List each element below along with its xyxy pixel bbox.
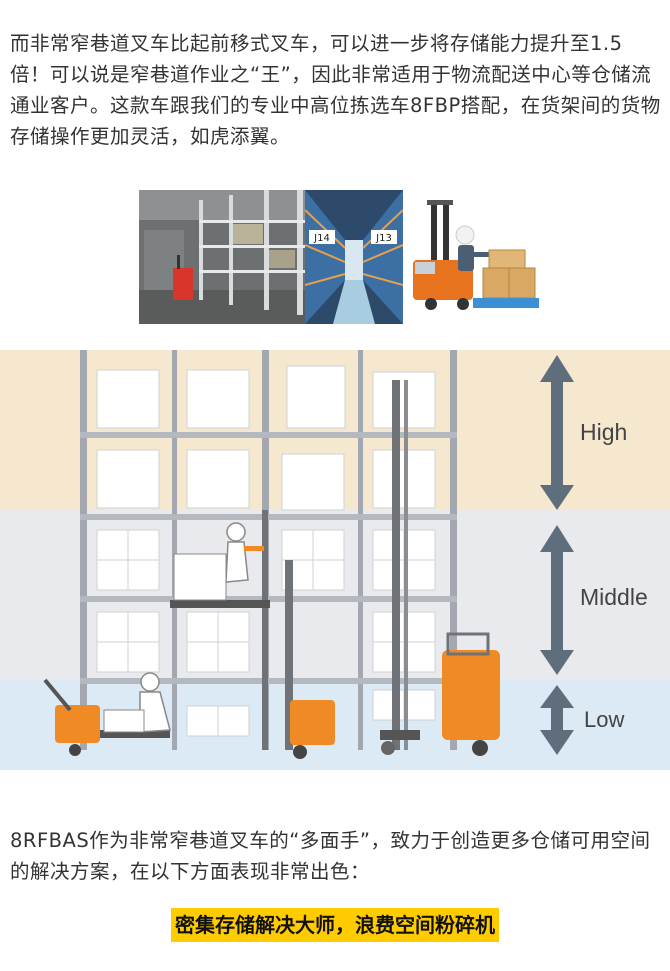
aisle-label-right: J13 [375,233,392,244]
intro-paragraph: 而非常窄巷道叉车比起前移式叉车，可以进一步将存储能力提升至1.5倍！可以说是窄巷… [10,32,661,148]
shelf-height-diagram: High Middle Low [0,350,670,770]
narrow-aisle-racks-photo: J14 J13 [305,190,403,324]
photo-strip: J14 J13 [139,190,542,324]
narrow-aisle-truck [380,380,500,756]
low-pallet-truck [43,672,171,756]
order-picker-operator-photo [403,190,542,324]
outro-paragraph: 8RFBAS作为非常窄巷道叉车的“多面手”，致力于创造更多仓储可用空间的解决方案… [10,829,651,883]
order-picker-middle [170,510,335,759]
zone-label-low: Low [584,707,624,732]
zone-label-high: High [580,419,627,445]
warehouse-forklift-photo [139,190,305,324]
highlight-banner: 密集存储解决大师，浪费空间粉碎机 [171,908,499,942]
aisle-label-left: J14 [313,233,330,244]
rack-beams [80,432,457,684]
zone-label-middle: Middle [580,584,648,610]
highlight-container: 密集存储解决大师，浪费空间粉碎机 [0,908,670,942]
height-arrows [540,355,574,755]
